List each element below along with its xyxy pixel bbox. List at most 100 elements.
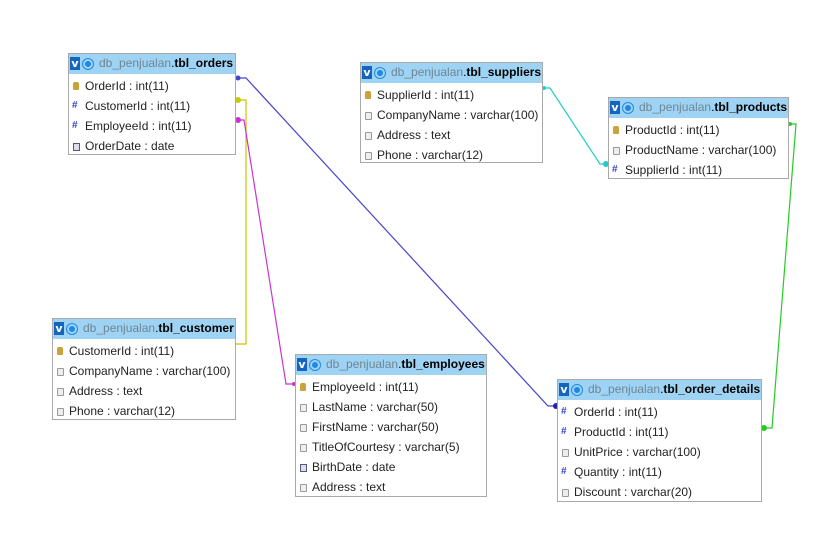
column-icon	[57, 388, 64, 396]
gear-icon[interactable]	[375, 68, 385, 78]
table-column-row[interactable]: # EmployeeId : int(11)	[69, 116, 235, 136]
column-label: CompanyName : varchar(100)	[69, 364, 231, 378]
table-column-row[interactable]: SupplierId : int(11)	[361, 85, 542, 105]
column-list: ProductId : int(11)ProductName : varchar…	[609, 118, 788, 180]
collapse-toggle-icon[interactable]: v	[54, 322, 64, 335]
table-column-row[interactable]: Address : text	[361, 125, 542, 145]
collapse-toggle-icon[interactable]: v	[297, 358, 307, 371]
table-header[interactable]: v db_penjualan.tbl_orders	[69, 54, 235, 74]
gear-icon[interactable]	[572, 385, 582, 395]
column-label: SupplierId : int(11)	[625, 163, 723, 177]
table-title: db_penjualan.tbl_products	[639, 100, 788, 114]
column-list: OrderId : int(11) #CustomerId : int(11) # E…	[69, 74, 235, 156]
table-column-row[interactable]: Address : text	[53, 381, 235, 401]
column-icon	[300, 444, 307, 452]
gear-icon[interactable]	[310, 360, 320, 370]
date-icon	[73, 143, 80, 151]
relation-end-dot	[235, 75, 241, 81]
column-icon	[300, 484, 307, 492]
table-products[interactable]: v db_penjualan.tbl_products ProductId : …	[608, 97, 789, 179]
primary-key-icon	[73, 82, 79, 90]
table-column-row[interactable]: #CustomerId : int(11)	[69, 96, 235, 116]
table-title: db_penjualan.tbl_employees	[326, 357, 485, 371]
hash-icon: #	[561, 426, 567, 437]
gear-icon[interactable]	[83, 59, 93, 69]
table-order-details[interactable]: v db_penjualan.tbl_order_details #OrderI…	[557, 379, 762, 502]
column-label: Address : text	[69, 384, 143, 398]
column-label: EmployeeId : int(11)	[85, 119, 192, 133]
collapse-toggle-icon[interactable]: v	[610, 101, 620, 114]
table-column-row[interactable]: Phone : varchar(12)	[53, 401, 235, 421]
collapse-toggle-icon[interactable]: v	[362, 66, 372, 79]
table-header[interactable]: v db_penjualan.tbl_customer	[53, 319, 235, 339]
table-column-row[interactable]: BirthDate : date	[296, 457, 486, 477]
table-column-row[interactable]: CompanyName : varchar(100)	[361, 105, 542, 125]
table-column-row[interactable]: # ProductId : int(11)	[558, 422, 761, 442]
table-column-row[interactable]: CustomerId : int(11)	[53, 341, 235, 361]
column-label: OrderId : int(11)	[85, 79, 169, 93]
column-list: EmployeeId : int(11) LastName : varchar(5…	[296, 375, 486, 497]
table-column-row[interactable]: EmployeeId : int(11)	[296, 377, 486, 397]
primary-key-icon	[365, 91, 371, 99]
primary-key-icon	[300, 383, 306, 391]
column-label: OrderDate : date	[85, 139, 175, 153]
table-column-row[interactable]: UnitPrice : varchar(100)	[558, 442, 761, 462]
hash-icon: #	[72, 120, 78, 131]
column-icon	[300, 404, 307, 412]
table-header[interactable]: v db_penjualan.tbl_employees	[296, 355, 486, 375]
collapse-toggle-icon[interactable]: v	[70, 57, 80, 70]
column-label: EmployeeId : int(11)	[312, 380, 419, 394]
table-column-row[interactable]: LastName : varchar(50)	[296, 397, 486, 417]
table-header[interactable]: v db_penjualan.tbl_products	[609, 98, 788, 118]
column-icon	[300, 424, 307, 432]
column-label: Phone : varchar(12)	[69, 404, 176, 418]
column-icon	[57, 408, 64, 416]
table-header[interactable]: v db_penjualan.tbl_suppliers	[361, 63, 542, 83]
gear-icon[interactable]	[623, 103, 633, 113]
table-title: db_penjualan.tbl_orders	[99, 56, 234, 70]
column-label: LastName : varchar(50)	[312, 400, 439, 414]
column-list: SupplierId : int(11) CompanyName : varcha…	[361, 83, 542, 165]
column-label: ProductId : int(11)	[574, 425, 669, 439]
table-column-row[interactable]: # SupplierId : int(11)	[609, 160, 788, 180]
table-suppliers[interactable]: v db_penjualan.tbl_suppliers SupplierId …	[360, 62, 543, 163]
table-column-row[interactable]: OrderId : int(11)	[69, 76, 235, 96]
table-column-row[interactable]: Address : text	[296, 477, 486, 497]
table-title: db_penjualan.tbl_suppliers	[391, 65, 542, 79]
column-label: Address : text	[312, 480, 386, 494]
table-orders[interactable]: v db_penjualan.tbl_orders OrderId : int(…	[68, 53, 236, 155]
gear-icon[interactable]	[67, 324, 77, 334]
table-column-row[interactable]: ProductId : int(11)	[609, 120, 788, 140]
relation-orders-customer	[236, 99, 247, 345]
hash-icon: #	[612, 164, 618, 175]
table-column-row[interactable]: ProductName : varchar(100)	[609, 140, 788, 160]
table-column-row[interactable]: TitleOfCourtesy : varchar(5)	[296, 437, 486, 457]
column-label: Address : text	[377, 128, 451, 142]
column-label: Discount : varchar(20)	[574, 485, 693, 499]
table-column-row[interactable]: CompanyName : varchar(100)	[53, 361, 235, 381]
table-column-row[interactable]: Phone : varchar(12)	[361, 145, 542, 165]
table-employees[interactable]: v db_penjualan.tbl_employees EmployeeId …	[295, 354, 487, 497]
column-label: Quantity : int(11)	[574, 465, 662, 479]
column-label: UnitPrice : varchar(100)	[574, 445, 701, 459]
column-icon	[365, 112, 372, 120]
date-icon	[300, 464, 307, 472]
collapse-toggle-icon[interactable]: v	[559, 383, 569, 396]
table-column-row[interactable]: OrderDate : date	[69, 136, 235, 156]
primary-key-icon	[57, 347, 63, 355]
table-column-row[interactable]: # Quantity : int(11)	[558, 462, 761, 482]
column-label: FirstName : varchar(50)	[312, 420, 439, 434]
hash-icon: #	[561, 466, 567, 477]
table-column-row[interactable]: FirstName : varchar(50)	[296, 417, 486, 437]
column-label: CompanyName : varchar(100)	[377, 108, 539, 122]
table-title: db_penjualan.tbl_order_details	[588, 382, 761, 396]
table-customer[interactable]: v db_penjualan.tbl_customer CustomerId :…	[52, 318, 236, 420]
column-label: BirthDate : date	[312, 460, 396, 474]
column-icon	[365, 132, 372, 140]
table-header[interactable]: v db_penjualan.tbl_order_details	[558, 380, 761, 400]
table-title: db_penjualan.tbl_customer	[83, 321, 234, 335]
table-column-row[interactable]: #OrderId : int(11)	[558, 402, 761, 422]
primary-key-icon	[613, 126, 619, 134]
relation-orders-employees	[236, 119, 296, 385]
table-column-row[interactable]: Discount : varchar(20)	[558, 482, 761, 502]
